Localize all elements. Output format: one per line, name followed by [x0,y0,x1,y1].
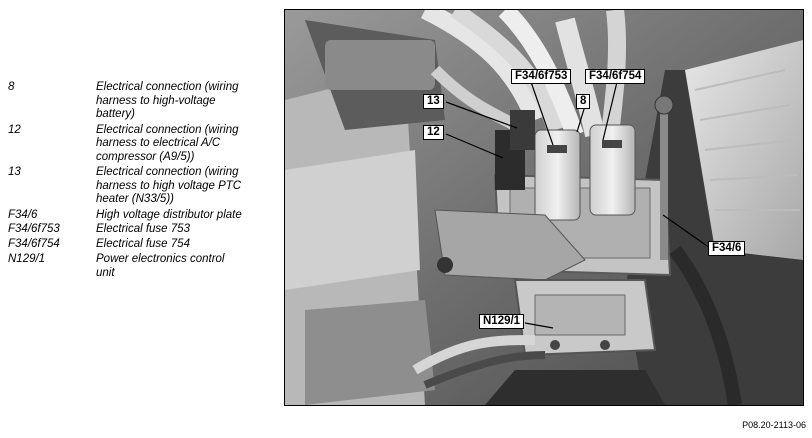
callout-f34-6: F34/6 [708,241,746,256]
legend-row-f34-6f754: F34/6f754 Electrical fuse 754 [8,238,270,252]
legend-code: F34/6f754 [8,237,60,250]
legend-code: F34/6f753 [8,223,60,235]
callout-f34-6f753: F34/6f753 [511,69,572,84]
legend-row-13: 13 Electrical connection (wiring harness… [8,166,270,207]
legend-code: N129/1 [8,253,46,265]
legend-code: 13 [8,166,21,178]
legend-text: Electrical connection (wiring harness to… [96,166,242,205]
legend-row-f34-6f753: F34/6f753 Electrical fuse 753 [8,223,270,237]
callout-12: 12 [423,125,444,140]
callout-f34-6f754: F34/6f754 [585,69,646,84]
callout-8: 8 [576,94,591,109]
legend-text: High voltage distributor plate [96,208,242,221]
legend-row-8: 8 Electrical connection (wiring harness … [8,81,270,122]
figure-reference: P08.20-2113-06 [742,420,806,430]
legend-text: Electrical fuse 754 [96,237,190,250]
legend-row-12: 12 Electrical connection (wiring harness… [8,124,270,165]
legend-text: Electrical connection (wiring harness to… [96,123,239,163]
legend-text: Power electronics control unit [96,253,225,279]
callout-n129-1: N129/1 [479,314,525,329]
component-photo: F34/6f753 F34/6f754 13 8 12 F34/6 N129/1 [284,9,804,406]
legend-code: 8 [8,81,15,93]
legend: 8 Electrical connection (wiring harness … [8,81,270,279]
legend-row-n129-1: N129/1 Power electronics control unit [8,253,270,280]
legend-text: Electrical connection (wiring harness to… [96,81,239,120]
legend-code: 12 [8,123,21,136]
legend-text: Electrical fuse 753 [96,223,190,235]
legend-code: F34/6 [8,208,38,221]
legend-row-f34-6: F34/6 High voltage distributor plate [8,209,270,223]
callout-13: 13 [423,94,444,109]
